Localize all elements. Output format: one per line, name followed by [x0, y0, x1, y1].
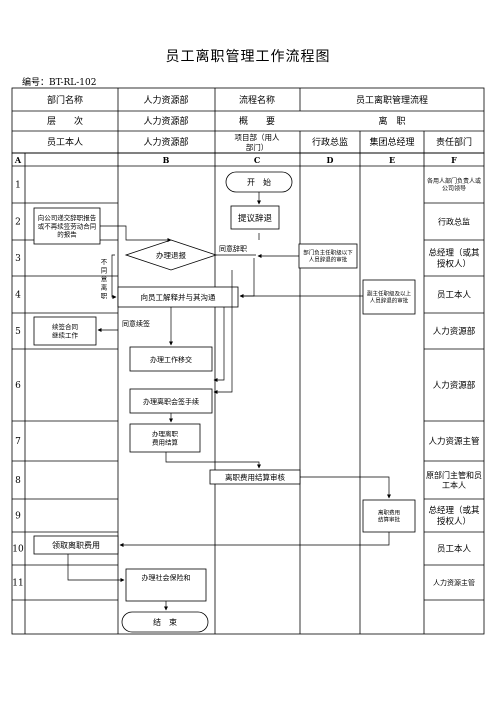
separation-procedures-box — [129, 388, 213, 414]
start-label: 开 始 — [247, 177, 271, 187]
header-summary-label: 概 要 — [239, 115, 275, 127]
row-number: 1 — [15, 181, 21, 191]
header-dept-value: 人力资源部 — [143, 94, 188, 106]
header-summary-value: 离 职 — [378, 115, 405, 127]
gm-review-box — [362, 279, 416, 315]
responsible-dept: 人力资源部 — [433, 326, 476, 337]
responsible-dept: 总经理（或其授权人） — [428, 248, 480, 270]
collect-fees-box — [33, 535, 119, 555]
handle-dismissal-label: 办理退报 — [156, 250, 186, 260]
handle-dismissal-decision — [124, 239, 218, 271]
edge-settlement-to-review — [165, 452, 262, 469]
edge-decision-to-explain — [111, 254, 117, 300]
row-number: 5 — [15, 327, 21, 337]
edge-submit-to-decision — [100, 225, 172, 243]
disagree-label: 不同意离职 — [101, 258, 108, 300]
gm-review-label: 副主任职级及以上人员辞退的审批 — [367, 289, 412, 304]
col-letter-b: B — [163, 155, 170, 165]
responsible-dept: 员工本人 — [437, 289, 472, 300]
propose-dismissal-box — [230, 205, 280, 230]
row-number: 2 — [15, 218, 21, 228]
lane-a-title: 员工本人 — [47, 136, 83, 148]
edge-gm-to-collect — [119, 532, 390, 548]
row-number: 6 — [15, 381, 21, 391]
lane-d-title: 行政总监 — [312, 136, 348, 148]
edge-c-to-procedures — [213, 270, 233, 395]
social-insurance-box — [125, 568, 207, 602]
header-dept-label: 部门名称 — [47, 94, 83, 106]
work-handover-label: 办理工作移交 — [150, 355, 192, 364]
lane-b-title: 人力资源部 — [143, 136, 188, 148]
separation-settlement-label: 办理离职费用结算 — [152, 429, 179, 446]
responsible-dept: 各用人部门负责人或公司领导 — [427, 177, 481, 193]
renew-label: 同意续签 — [122, 319, 150, 328]
responsible-dept: 总经理（或其授权人） — [428, 505, 480, 527]
header-level-label: 层 次 — [47, 115, 83, 127]
explain-communicate-box — [117, 286, 239, 308]
col-letter-a: A — [14, 155, 22, 165]
gm-settlement-review-label: 离职费用结算审批 — [378, 508, 401, 523]
row-number: 9 — [15, 512, 21, 522]
edge-review-to-gm — [300, 476, 392, 499]
lane-f-title: 责任部门 — [436, 136, 472, 148]
propose-dismissal-label: 提议辞退 — [238, 213, 273, 224]
col-letter-f: F — [451, 155, 457, 165]
work-handover-box — [129, 346, 213, 372]
row-number: 3 — [15, 254, 21, 264]
dept-head-review-box — [298, 243, 358, 269]
agree-dismissal-label: 同意辞职 — [219, 244, 247, 253]
dept-head-review-label: 部门负主任职级以下人员辞退的审批 — [303, 248, 353, 263]
renew-contract-label: 续签合同继续工作 — [52, 322, 79, 339]
document-code: 编号：BT-RL-102 — [22, 78, 97, 88]
submit-resignation-label: 向公司递交辞职报告或不再续签劳动合同的报告 — [38, 213, 97, 239]
row-number: 10 — [12, 545, 24, 555]
row-dividers — [12, 202, 484, 601]
responsible-dept: 人力资源主管 — [433, 578, 475, 587]
col-letter-c: C — [254, 155, 260, 165]
header-process-value: 员工离职管理流程 — [356, 94, 428, 106]
col-letter-e: E — [389, 155, 395, 165]
edge-collect-to-insurance — [67, 554, 125, 583]
end-label: 结 束 — [153, 617, 177, 627]
header-level-value: 人力资源部 — [143, 115, 188, 127]
settlement-review-label: 离职费用结算审核 — [225, 472, 285, 482]
responsible-dept: 人力资源主管 — [428, 436, 479, 447]
row-number: 4 — [15, 291, 21, 301]
separation-procedures-label: 办理离职会签手续 — [143, 397, 199, 406]
edge-c-to-explain — [239, 258, 255, 299]
collect-fees-label: 领取离职费用 — [52, 540, 100, 550]
social-insurance-label: 办理社会保险和 — [142, 573, 191, 582]
page-title: 员工离职管理工作流程图 — [165, 49, 331, 65]
lane-e-title: 集团总经理 — [369, 136, 414, 148]
row-number: 7 — [15, 437, 21, 447]
row-number: 11 — [12, 579, 23, 589]
responsible-dept: 原部门主管和员工本人 — [426, 470, 482, 490]
renew-contract-box — [33, 316, 97, 346]
responsible-dept: 员工本人 — [437, 543, 472, 554]
edge-explain-to-procedures — [213, 307, 225, 383]
col-letter-d: D — [327, 155, 334, 165]
header-process-label: 流程名称 — [239, 94, 275, 106]
row-number: 8 — [15, 476, 21, 486]
separation-settlement-box — [129, 423, 201, 453]
submit-resignation-box — [33, 207, 101, 245]
end-terminal — [121, 611, 209, 633]
responsible-dept: 行政总监 — [438, 216, 470, 226]
responsible-dept: 人力资源部 — [433, 380, 476, 391]
explain-communicate-label: 向员工解释并与其沟通 — [141, 292, 216, 302]
lane-c-title: 项目部（用人部门） — [235, 132, 280, 152]
